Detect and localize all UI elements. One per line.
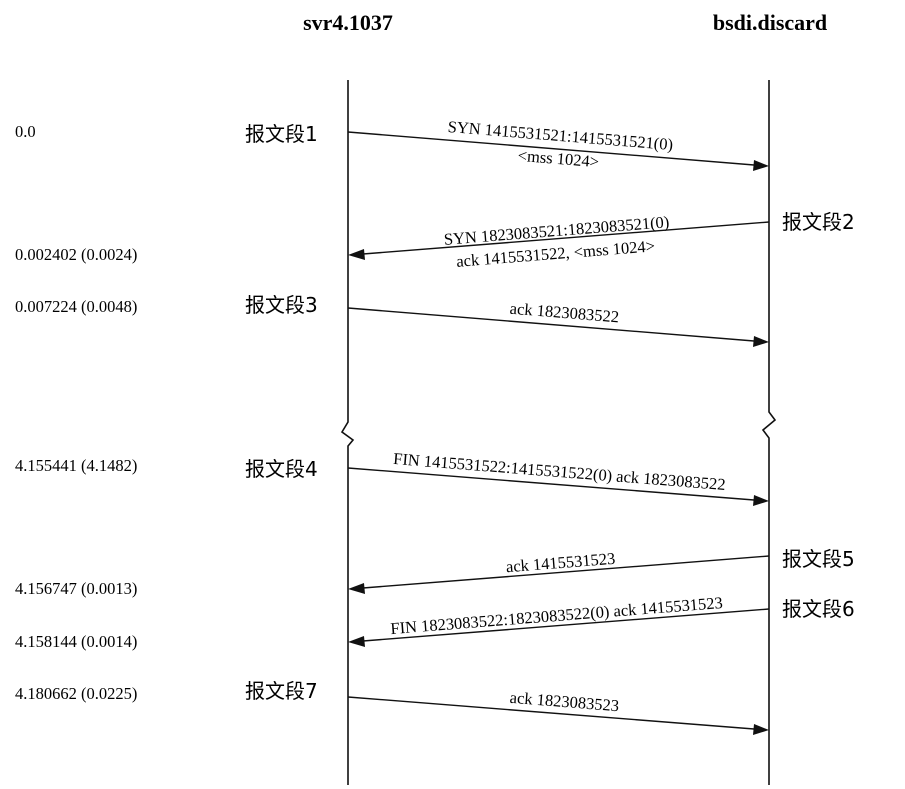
time-label-7: 4.180662 (0.0225) <box>15 684 137 703</box>
message-1-line-2: <mss 1024> <box>517 146 600 171</box>
segment-3: 0.007224 (0.0048) 报文段3 ack 1823083522 <box>15 293 769 347</box>
arrowhead-2 <box>348 249 365 260</box>
arrow-5 <box>362 555 770 589</box>
segment-label-1: 报文段1 <box>245 122 318 146</box>
arrow-3 <box>347 307 755 342</box>
segment-label-6: 报文段6 <box>782 597 855 621</box>
arrow-6 <box>362 608 770 642</box>
arrow-2 <box>362 221 770 255</box>
arrowhead-3 <box>753 336 769 347</box>
time-label-3: 0.007224 (0.0048) <box>15 297 137 316</box>
segment-label-2: 报文段2 <box>782 210 855 234</box>
host-title-right: bsdi.discard <box>713 10 827 35</box>
segment-6: 报文段6 4.158144 (0.0014) FIN 1823083522:18… <box>15 593 855 651</box>
segment-5: 报文段5 4.156747 (0.0013) ack 1415531523 <box>15 547 855 598</box>
arrow-4 <box>347 467 755 501</box>
arrowhead-5 <box>348 583 365 594</box>
segment-7: 4.180662 (0.0225) 报文段7 ack 1823083523 <box>15 679 769 735</box>
host-title-left: svr4.1037 <box>303 10 393 35</box>
segment-label-5: 报文段5 <box>782 547 855 571</box>
segment-label-3: 报文段3 <box>245 293 318 317</box>
segment-label-7: 报文段7 <box>245 679 318 703</box>
arrowhead-4 <box>753 495 769 506</box>
arrow-1 <box>347 131 755 166</box>
time-label-4: 4.155441 (4.1482) <box>15 456 137 475</box>
segment-2: 报文段2 0.002402 (0.0024) SYN 1823083521:18… <box>15 210 855 271</box>
arrowhead-7 <box>753 724 769 735</box>
segment-label-4: 报文段4 <box>245 457 318 481</box>
message-4-line-1: FIN 1415531522:1415531522(0) ack 1823083… <box>393 449 727 494</box>
message-6-line-1: FIN 1823083522:1823083522(0) ack 1415531… <box>390 593 724 638</box>
time-label-2: 0.002402 (0.0024) <box>15 245 137 264</box>
timeline-left <box>340 80 355 785</box>
timeline-right <box>761 80 777 785</box>
arrowhead-1 <box>753 160 769 171</box>
time-label-6: 4.158144 (0.0014) <box>15 632 137 651</box>
time-label-5: 4.156747 (0.0013) <box>15 579 137 598</box>
segment-4: 4.155441 (4.1482) 报文段4 FIN 1415531522:14… <box>15 449 769 506</box>
arrow-7 <box>347 696 755 730</box>
time-label-1: 0.0 <box>15 122 36 141</box>
arrowhead-6 <box>348 636 365 647</box>
segment-1: 0.0 报文段1 SYN 1415531521:1415531521(0) <m… <box>15 117 769 171</box>
